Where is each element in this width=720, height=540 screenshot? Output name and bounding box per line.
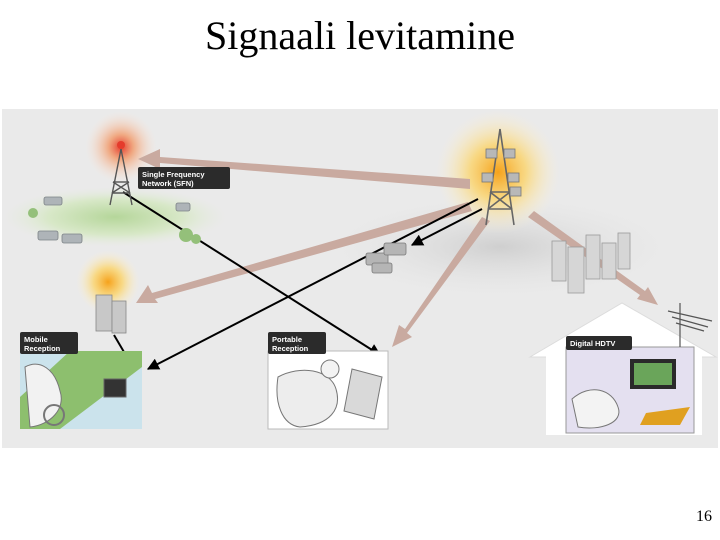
- portable-label-line2: Reception: [272, 344, 309, 353]
- tv-antenna-icon: [667, 303, 713, 347]
- sfn-label-line2: Network (SFN): [142, 179, 194, 188]
- main-area-cars-icon: [365, 242, 407, 274]
- portable-reception-panel: [267, 350, 389, 430]
- car-screen-icon: [103, 378, 127, 398]
- sfn-area-cars-icon: [37, 196, 191, 244]
- mobile-reception-label-box: [20, 332, 78, 354]
- thick-arrow-to-repeater: [136, 202, 472, 303]
- page-number: 16: [696, 508, 712, 525]
- hdtv-house-panel: [528, 302, 718, 435]
- sfn-beacon-icon: [117, 141, 125, 149]
- main-tower-antennas: [481, 148, 522, 197]
- thin-arrow-sfn-to-portable: [122, 191, 382, 356]
- thick-arrows: [136, 149, 658, 347]
- repeater-building-icon: [95, 294, 127, 334]
- mobile-reception-panel: [20, 351, 142, 429]
- steering-wheel-icon: [43, 404, 65, 426]
- portable-reception-label-box: [268, 332, 326, 354]
- hdtv-label-box: [566, 336, 632, 350]
- sfn-area-trees-icon: [28, 208, 201, 244]
- diagram-svg: Mobile Reception Portable Reception Digi…: [0, 107, 720, 450]
- repeater-glow: [76, 250, 140, 314]
- page-title: Signaali levitamine: [205, 13, 515, 58]
- sfn-label-box: [138, 167, 230, 189]
- sfn-tower-icon: [109, 148, 133, 206]
- mobile-label-line1: Mobile: [24, 335, 48, 344]
- broadcast-diagram: Mobile Reception Portable Reception Digi…: [0, 107, 720, 450]
- laptop-icon: [343, 368, 383, 420]
- thick-arrow-to-portable: [392, 217, 490, 347]
- city-buildings-icon: [551, 232, 631, 294]
- hdtv-label: Digital HDTV: [570, 339, 615, 348]
- sfn-label-line1: Single Frequency: [142, 170, 205, 179]
- sofa-icon: [640, 407, 690, 425]
- thin-arrow-main-to-mobile: [146, 198, 479, 370]
- thin-arrow-main-to-cars: [410, 208, 483, 246]
- portable-label-line1: Portable: [272, 335, 302, 344]
- mobile-label-line2: Reception: [24, 344, 61, 353]
- thick-arrow-to-sfn: [138, 149, 470, 189]
